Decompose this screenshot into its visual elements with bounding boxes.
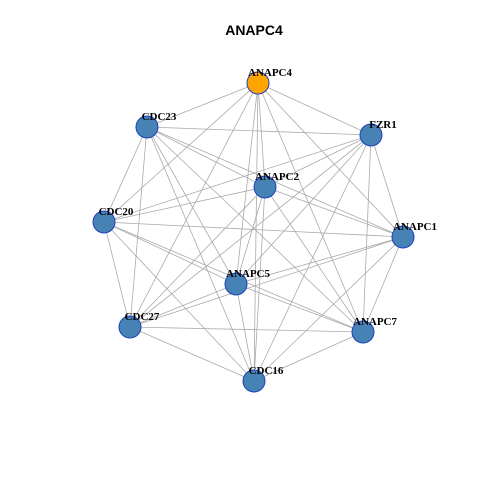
node-anapc4: ANAPC4 — [246, 67, 292, 95]
edge-cdc27-cdc16 — [129, 326, 255, 382]
edge-anapc5-anapc7 — [235, 283, 364, 333]
edge-cdc23-cdc20 — [103, 126, 148, 223]
node-circle — [351, 320, 375, 344]
edge-anapc1-anapc7 — [362, 236, 404, 333]
node-anapc1: ANAPC1 — [391, 221, 437, 249]
edge-cdc23-anapc2 — [146, 126, 266, 188]
edge-fzr1-cdc20 — [103, 134, 372, 223]
node-circle — [92, 210, 116, 234]
node-circle — [135, 115, 159, 139]
node-label: CDC20 — [99, 206, 134, 218]
edge-fzr1-anapc1 — [370, 134, 404, 238]
graph-title: ANAPC4 — [225, 22, 283, 38]
edge-cdc20-cdc16 — [103, 221, 255, 382]
node-anapc5: ANAPC5 — [224, 268, 270, 296]
node-circle — [118, 315, 142, 339]
edge-anapc1-anapc5 — [235, 236, 404, 285]
node-circle — [246, 71, 270, 95]
node-label: ANAPC5 — [226, 268, 270, 280]
node-fzr1: FZR1 — [359, 119, 397, 147]
node-cdc27: CDC27 — [118, 311, 160, 339]
node-label: CDC23 — [142, 111, 177, 123]
edge-anapc2-anapc1 — [264, 186, 404, 238]
node-circle — [242, 369, 266, 393]
node-circle — [253, 175, 277, 199]
edge-anapc4-cdc20 — [103, 82, 259, 223]
node-label: CDC16 — [249, 365, 284, 377]
edge-anapc4-cdc16 — [253, 82, 259, 382]
node-cdc23: CDC23 — [135, 111, 177, 139]
edge-anapc4-cdc27 — [129, 82, 259, 328]
node-cdc16: CDC16 — [242, 365, 284, 393]
edge-anapc1-cdc16 — [253, 236, 404, 382]
node-label: FZR1 — [369, 119, 397, 131]
edge-cdc23-fzr1 — [146, 126, 372, 136]
node-circle — [359, 123, 383, 147]
edge-anapc2-cdc20 — [103, 186, 266, 223]
edge-cdc23-cdc27 — [129, 126, 148, 328]
node-label: ANAPC2 — [255, 171, 299, 183]
node-circle — [391, 225, 415, 249]
node-layer: ANAPC4CDC23FZR1ANAPC2CDC20ANAPC1ANAPC5CD… — [92, 67, 437, 393]
edge-cdc23-anapc5 — [146, 126, 237, 285]
edge-anapc4-anapc5 — [235, 82, 259, 285]
edge-anapc5-cdc27 — [129, 283, 237, 328]
edge-cdc27-anapc7 — [129, 326, 364, 333]
edge-cdc20-cdc27 — [103, 221, 131, 328]
node-anapc7: ANAPC7 — [351, 316, 397, 344]
node-cdc20: CDC20 — [92, 206, 134, 234]
edge-anapc1-cdc27 — [129, 236, 404, 328]
edge-anapc4-anapc1 — [257, 82, 404, 238]
edge-anapc2-anapc7 — [264, 186, 364, 333]
node-circle — [224, 272, 248, 296]
edge-cdc20-anapc5 — [103, 221, 237, 285]
edge-fzr1-cdc16 — [253, 134, 372, 382]
edge-fzr1-cdc27 — [129, 134, 372, 328]
edge-anapc4-fzr1 — [257, 82, 372, 136]
edge-fzr1-anapc2 — [264, 134, 372, 188]
edge-fzr1-anapc5 — [235, 134, 372, 285]
edge-cdc20-anapc1 — [103, 221, 404, 238]
node-label: ANAPC7 — [353, 316, 397, 328]
node-anapc2: ANAPC2 — [253, 171, 299, 199]
edge-fzr1-anapc7 — [362, 134, 372, 333]
edge-anapc2-anapc5 — [235, 186, 266, 285]
edge-anapc4-cdc23 — [146, 82, 259, 128]
node-label: CDC27 — [125, 311, 160, 323]
node-label: ANAPC1 — [393, 221, 437, 233]
node-label: ANAPC4 — [248, 67, 292, 79]
edge-anapc2-cdc27 — [129, 186, 266, 328]
edge-anapc4-anapc7 — [257, 82, 364, 333]
edge-anapc5-cdc16 — [235, 283, 255, 382]
edge-anapc7-cdc16 — [253, 331, 364, 382]
